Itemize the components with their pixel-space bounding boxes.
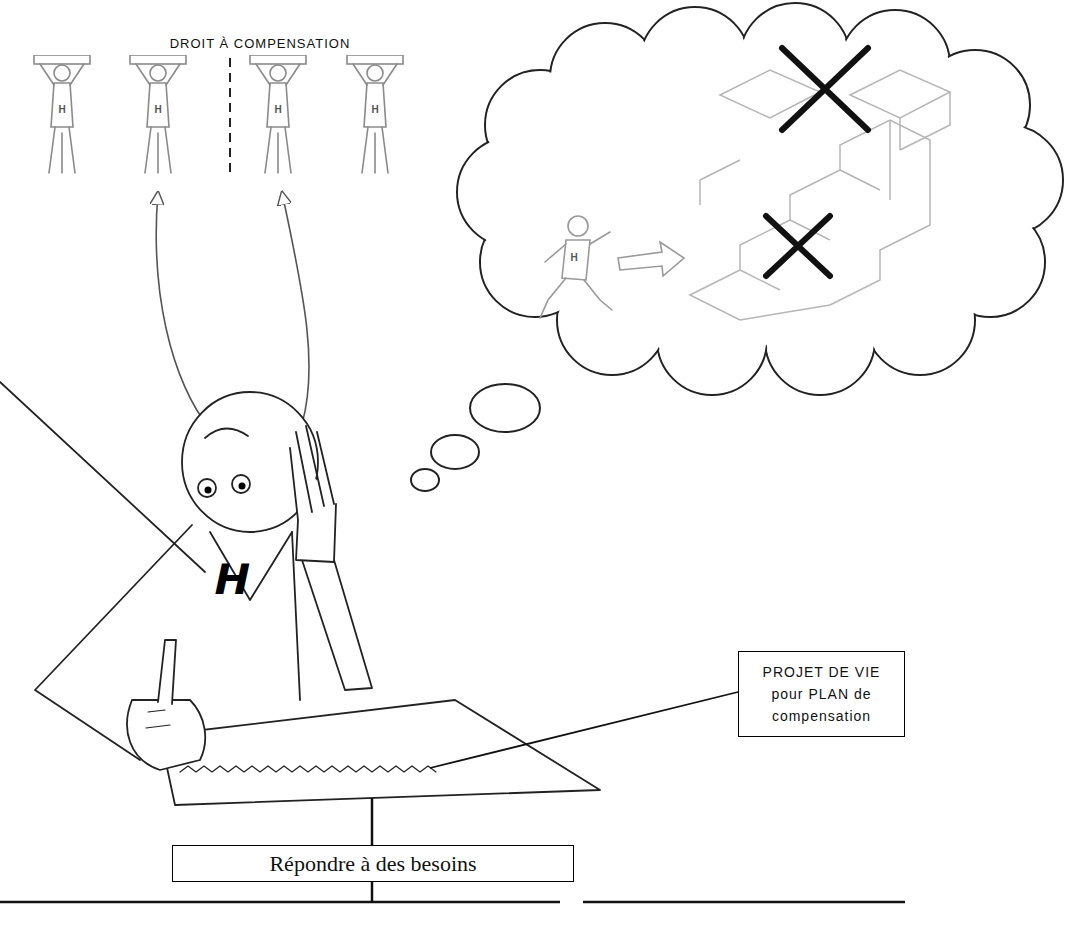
figure-letter: H xyxy=(54,103,70,116)
cloud-core xyxy=(510,55,1010,345)
curved-arrow xyxy=(282,192,309,424)
thought-bubble xyxy=(411,469,439,491)
person-outline xyxy=(0,382,600,805)
heading-label: DROIT À COMPENSATION xyxy=(112,36,408,52)
eye xyxy=(232,475,250,493)
label-box: PROJET DE VIE pour PLAN de compensation xyxy=(738,651,905,737)
eye xyxy=(198,479,216,497)
left-arm xyxy=(35,525,192,760)
stairs-edges xyxy=(740,120,890,290)
obstacle-edge xyxy=(700,160,740,205)
cloud-outline xyxy=(457,3,1063,395)
base-rule xyxy=(583,901,905,904)
hair-curl xyxy=(205,428,248,438)
base-rule xyxy=(0,901,560,904)
box-text: PROJET DE VIE pour PLAN de compensation xyxy=(745,661,898,727)
paper-sheet xyxy=(160,700,600,805)
cross-mark xyxy=(766,48,868,276)
thought-bubble xyxy=(431,435,479,469)
label-box: Répondre à des besoins xyxy=(172,845,574,882)
cloud-fill xyxy=(459,5,1062,394)
pencil xyxy=(158,640,176,704)
cross-mark-lines xyxy=(782,48,868,130)
stem-line xyxy=(371,882,374,902)
runner-head xyxy=(568,216,588,236)
runner-legs xyxy=(540,278,612,318)
chest-symbol: H xyxy=(200,555,265,605)
writing-hand xyxy=(127,700,205,770)
figure-letter: H xyxy=(150,103,166,116)
curved-arrow xyxy=(156,192,212,432)
box-text: Répondre à des besoins xyxy=(269,851,476,877)
figure-letter: H xyxy=(367,103,383,116)
dashed-divider xyxy=(229,58,231,178)
writing-squiggle xyxy=(180,766,436,772)
obstacle-stairs xyxy=(690,70,950,320)
figure-letter: H xyxy=(270,103,286,116)
stem-line xyxy=(371,798,374,845)
figure xyxy=(130,55,186,173)
pupil xyxy=(239,483,246,490)
cross-mark-lines xyxy=(766,216,830,276)
running-figure xyxy=(540,216,612,318)
obstacle-block xyxy=(850,70,950,150)
figure xyxy=(347,55,403,173)
block-arrow xyxy=(618,242,684,276)
leader-line xyxy=(430,692,738,768)
thought-bubble xyxy=(470,384,540,432)
figure xyxy=(250,55,306,173)
runner-letter: H xyxy=(566,251,582,264)
right-arm xyxy=(302,560,372,690)
runner-torso xyxy=(562,240,590,280)
cheek-hand xyxy=(290,426,336,562)
stairs-outline xyxy=(690,120,930,320)
pupil xyxy=(205,487,212,494)
figure xyxy=(34,55,90,173)
hand-fingers xyxy=(146,710,170,728)
